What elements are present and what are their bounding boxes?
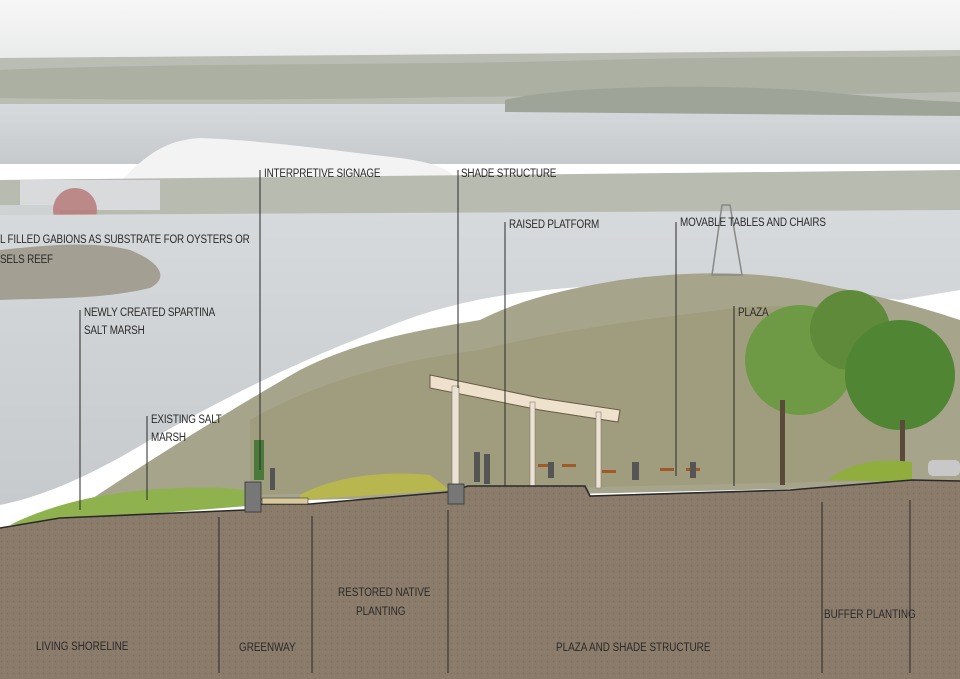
zone-buffer-planting: BUFFER PLANTING <box>824 609 916 621</box>
soil-section <box>0 480 960 679</box>
callout-leaders <box>79 170 735 510</box>
zone-dividers <box>218 500 911 673</box>
callout-raised-platform: RAISED PLATFORM <box>509 219 600 231</box>
shade-post <box>451 385 460 487</box>
gabion-left <box>244 481 262 513</box>
callout-movable-tables: MOVABLE TABLES AND CHAIRS <box>680 217 826 229</box>
native-planting <box>300 473 450 500</box>
shade-canopy <box>429 374 621 423</box>
zone-greenway: GREENWAY <box>239 642 296 654</box>
boardwalk <box>261 497 309 505</box>
zone-restored-line1: RESTORED NATIVE <box>338 587 431 599</box>
sky <box>0 0 960 60</box>
zone-plaza-shade: PLAZA AND SHADE STRUCTURE <box>556 642 711 654</box>
callout-interpretive-signage: INTERPRETIVE SIGNAGE <box>264 168 381 180</box>
callout-plaza: PLAZA <box>738 307 769 319</box>
spartina-grass <box>10 487 260 525</box>
callout-spartina-line2: SALT MARSH <box>84 325 145 337</box>
gabion-right <box>447 483 465 505</box>
zone-restored-line2: PLANTING <box>356 606 406 618</box>
callout-shade-structure: SHADE STRUCTURE <box>461 168 557 180</box>
people <box>270 452 696 490</box>
car <box>928 460 960 476</box>
zone-living-shoreline: LIVING SHORELINE <box>36 641 129 653</box>
callout-gabions-line2: SELS REEF <box>0 254 53 266</box>
tree-right <box>845 320 955 430</box>
middle-land <box>0 170 960 220</box>
callout-spartina-line1: NEWLY CREATED SPARTINA <box>84 307 216 319</box>
sign-panel <box>254 440 264 480</box>
buffer-shrubs <box>828 460 912 482</box>
callout-gabions-line1: L FILLED GABIONS AS SUBSTRATE FOR OYSTER… <box>0 234 250 246</box>
callout-existing-line2: MARSH <box>151 432 186 444</box>
salt-pile <box>120 138 460 182</box>
rocky-point <box>0 244 161 300</box>
far-island <box>505 86 960 116</box>
callout-existing-line1: EXISTING SALT <box>151 414 222 426</box>
transmission-tower <box>711 204 743 276</box>
